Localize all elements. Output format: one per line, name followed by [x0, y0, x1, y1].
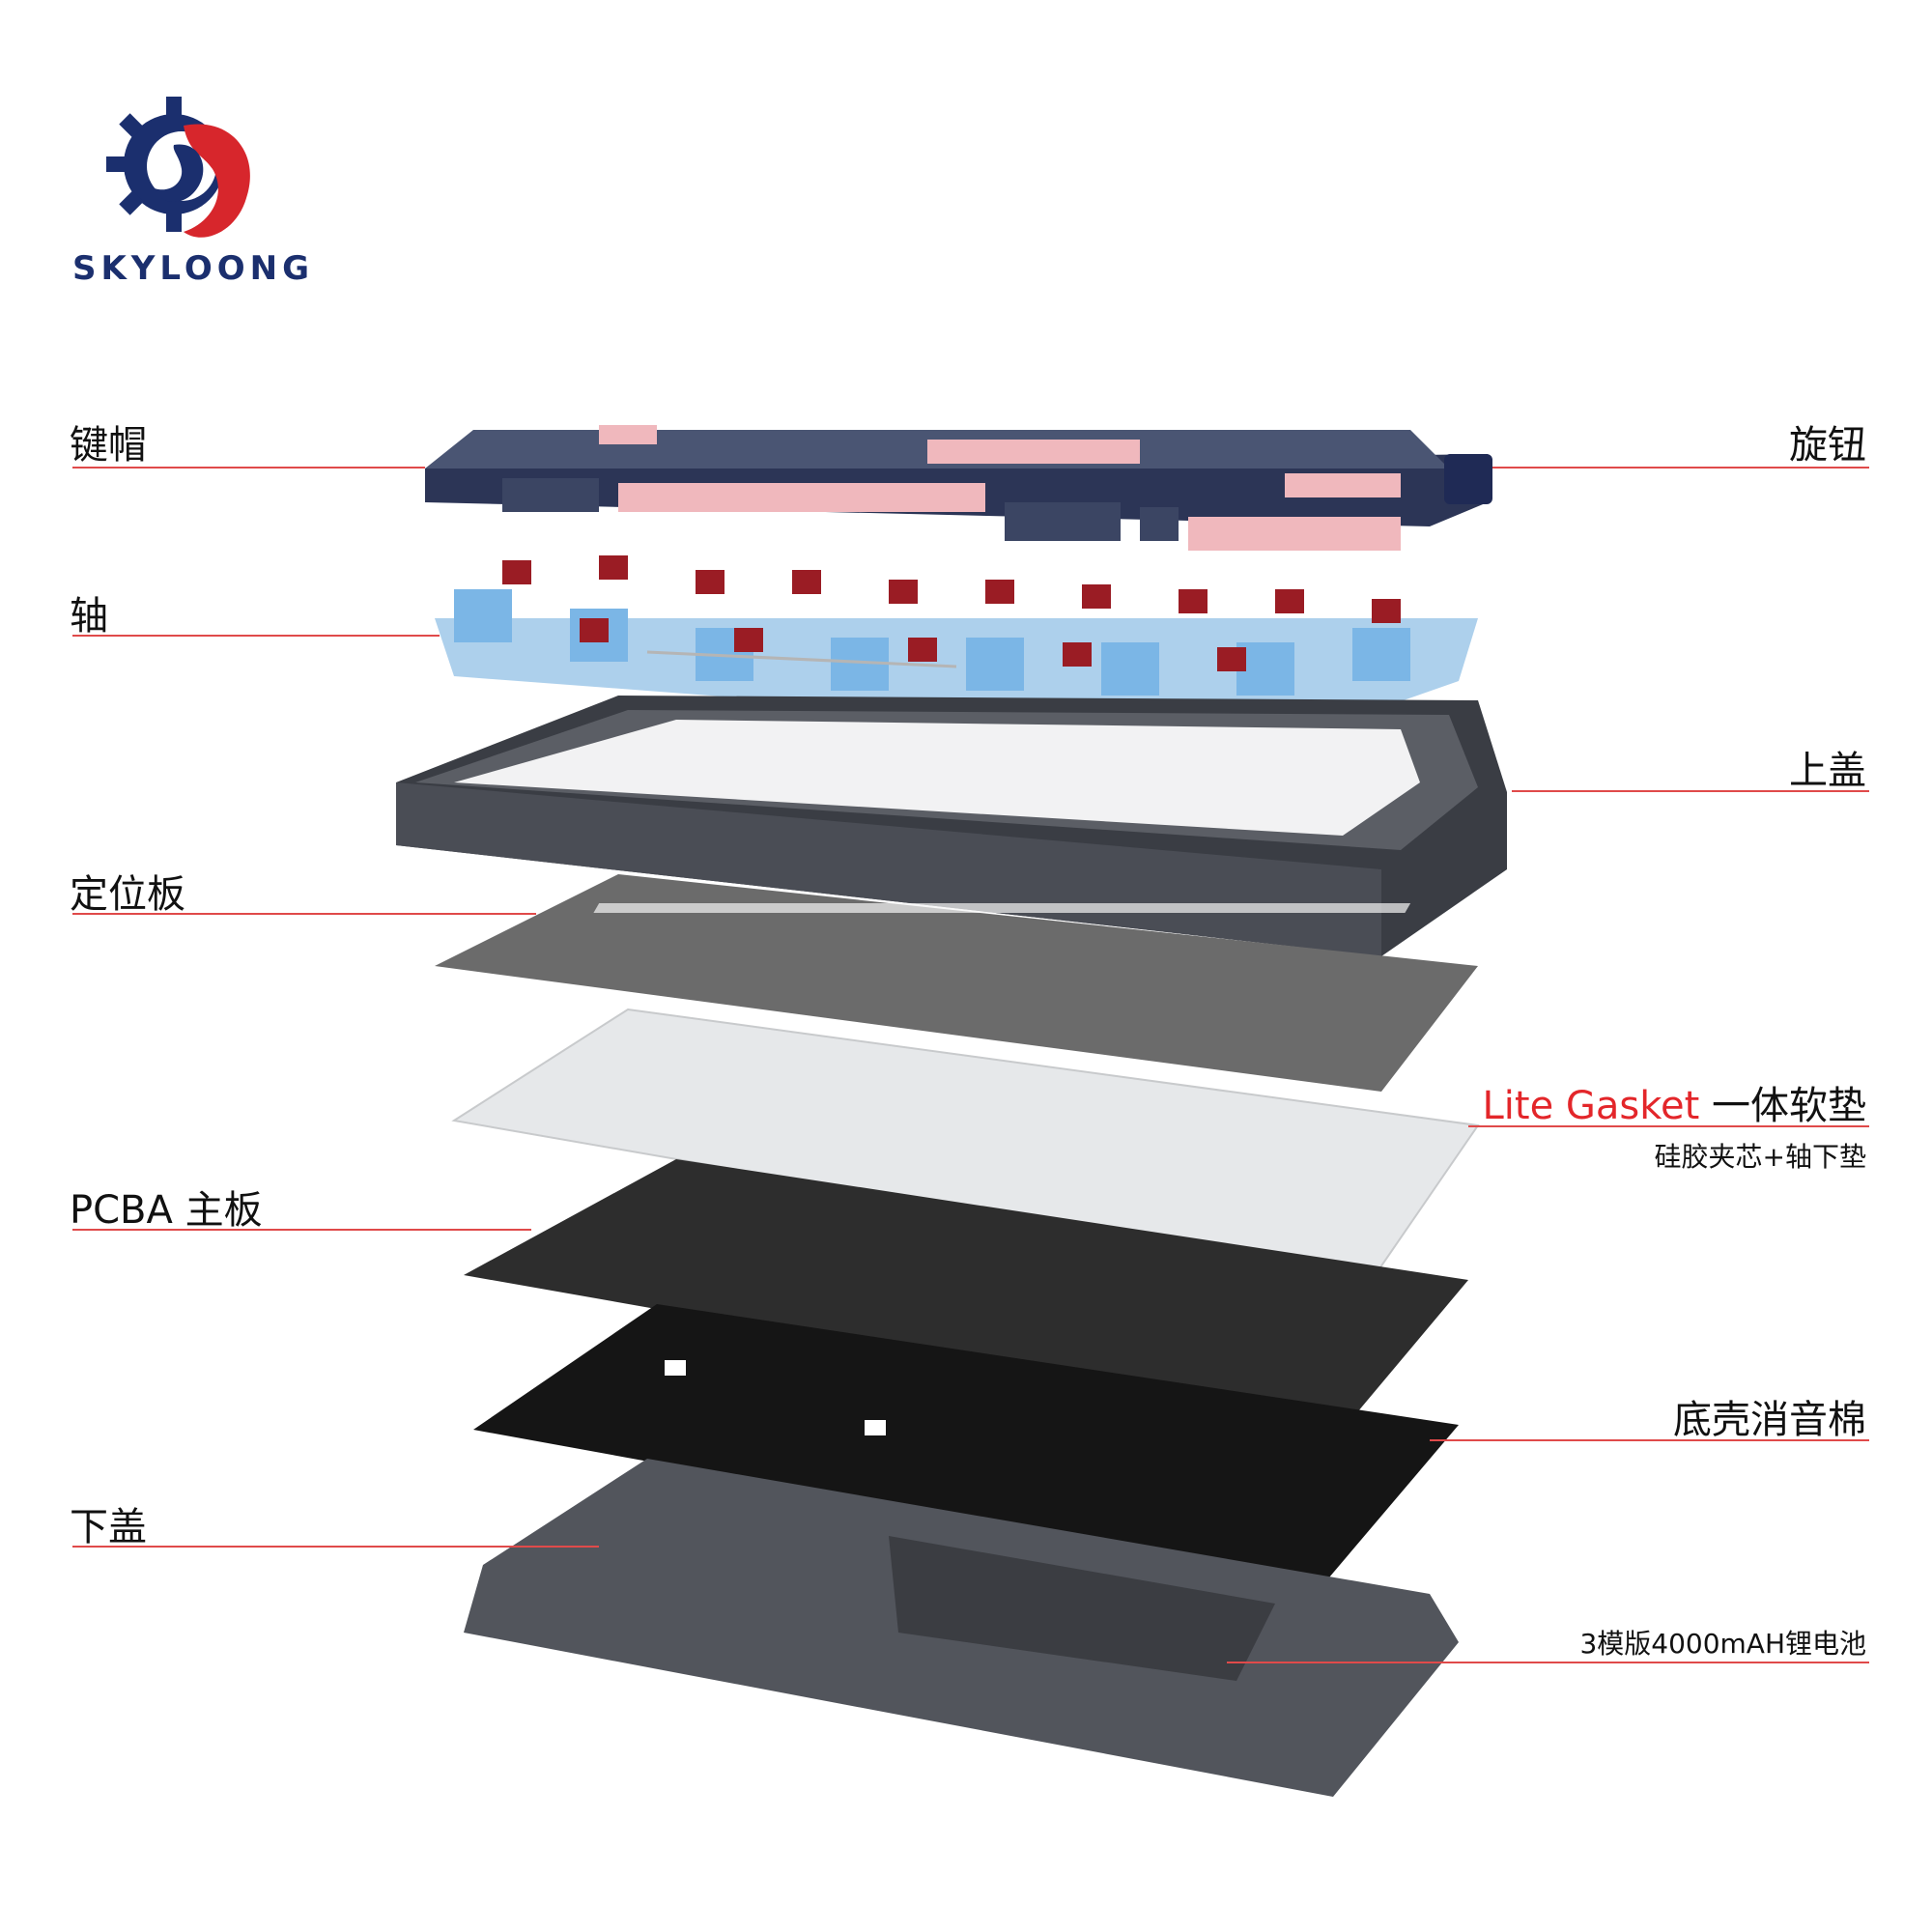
leader-battery — [1227, 1662, 1869, 1663]
label-gasket-sub: 硅胶夹芯+轴下垫 — [1654, 1141, 1866, 1173]
label-gasket: Lite Gasket 一体软垫 — [1482, 1074, 1866, 1130]
plate-layer — [435, 874, 1478, 1092]
pcba-layer — [464, 1159, 1468, 1430]
label-pcba: PCBA 主板 — [70, 1188, 263, 1233]
label-gasket-en: Lite Gasket — [1482, 1084, 1700, 1128]
leader-keycaps — [72, 467, 425, 469]
label-plate: 定位板 — [70, 872, 185, 917]
foam-layer — [473, 1304, 1459, 1584]
leader-plate — [72, 913, 536, 915]
label-battery: 3模版4000mAH锂电池 — [1579, 1628, 1866, 1660]
keycaps-layer — [425, 425, 1492, 551]
leader-switches — [72, 635, 440, 637]
dragon-icon — [184, 124, 250, 238]
label-top-case: 上盖 — [1789, 749, 1866, 793]
label-bottom-case: 下盖 — [70, 1505, 147, 1549]
leader-pcba — [72, 1229, 531, 1231]
label-switches: 轴 — [70, 594, 108, 639]
brand-name: SKYLOONG — [71, 249, 315, 288]
leader-top-case — [1512, 790, 1869, 792]
knob — [1444, 454, 1492, 504]
label-foam: 底壳消音棉 — [1673, 1398, 1866, 1442]
label-keycaps: 键帽 — [70, 423, 147, 468]
bottom-case-layer — [464, 1459, 1459, 1797]
leader-foam — [1430, 1439, 1869, 1441]
leader-gasket — [1468, 1125, 1869, 1127]
skyloong-logo — [106, 97, 250, 238]
leader-bottom-case — [72, 1546, 599, 1548]
label-knob: 旋钮 — [1789, 423, 1866, 468]
leader-knob — [1492, 467, 1869, 469]
label-gasket-cn: 一体软垫 — [1699, 1084, 1866, 1128]
